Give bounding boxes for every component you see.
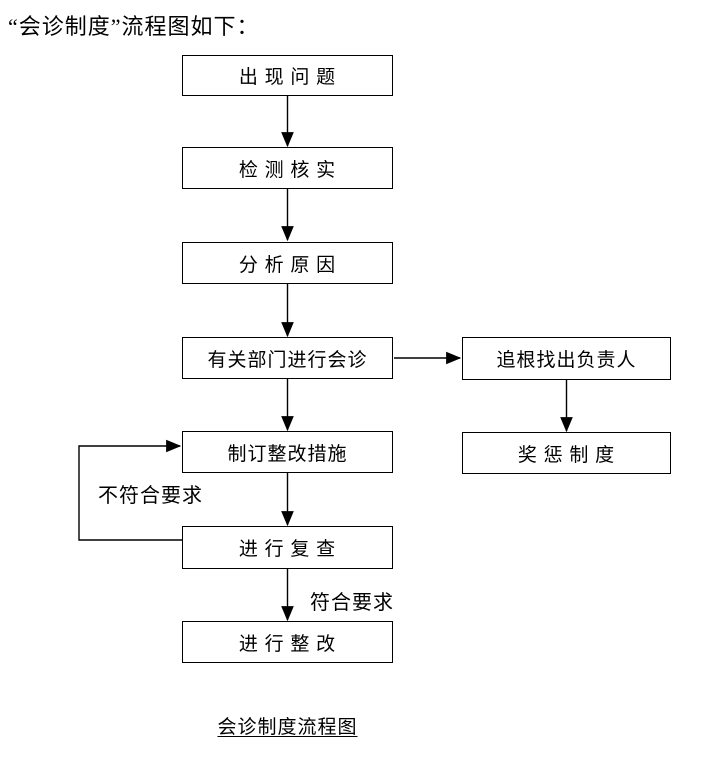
flow-node-problem-occurs: 出 现 问 题 (182, 55, 393, 96)
edge-label-not-meet-requirements: 不符合要求 (98, 485, 203, 507)
page-title: “会诊制度”流程图如下： (8, 14, 260, 39)
edge-label-meet-requirements: 符合要求 (310, 592, 394, 614)
flow-node-rectify: 进 行 整 改 (182, 621, 393, 663)
flow-node-reward-punishment: 奖 惩 制 度 (462, 432, 671, 474)
flowchart-caption: 会诊制度流程图 (217, 717, 358, 738)
flow-node-recheck: 进 行 复 查 (182, 526, 393, 569)
flow-node-department-consultation: 有关部门进行会诊 (182, 337, 393, 379)
flow-node-trace-responsible: 追根找出负责人 (462, 337, 671, 380)
flow-node-rectification-measures: 制订整改措施 (182, 431, 393, 473)
flow-node-detect-verify: 检 测 核 实 (182, 147, 393, 189)
flow-node-analyze-cause: 分 析 原 因 (182, 242, 393, 284)
